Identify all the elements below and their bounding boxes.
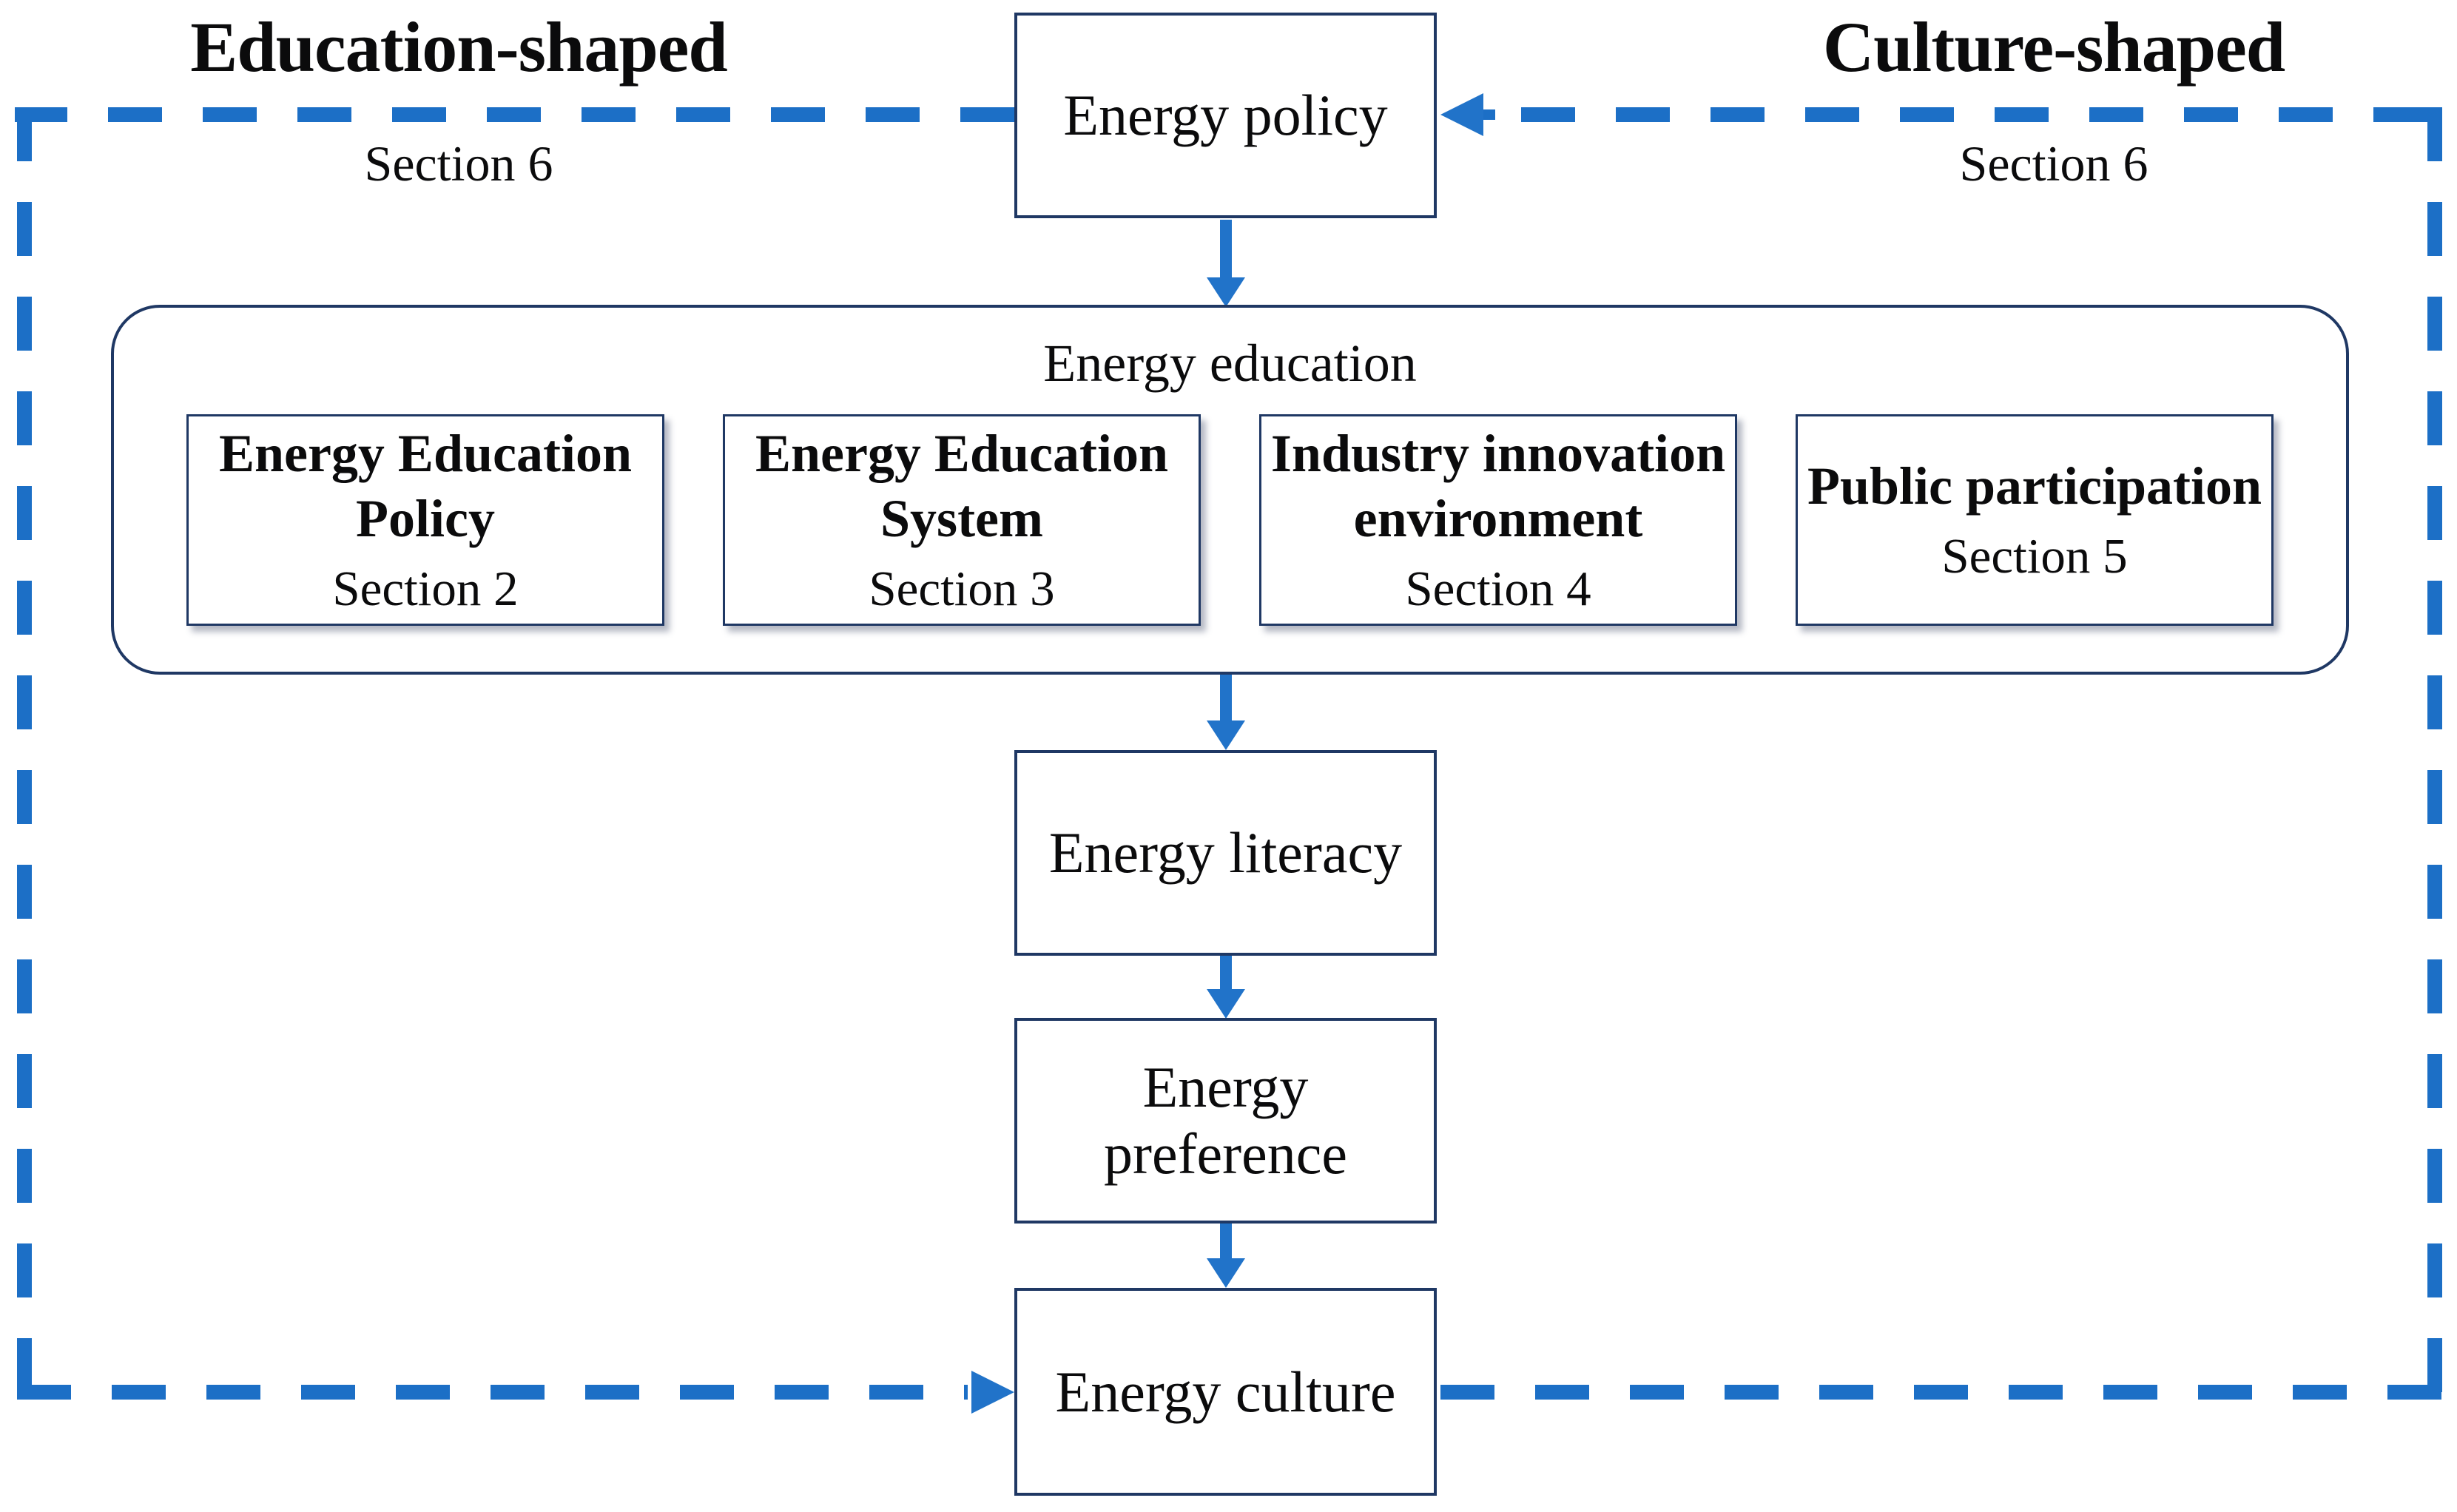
edu-box-section-label: Section 4 <box>1405 561 1591 616</box>
arrow-down-icon <box>1207 989 1245 1019</box>
arrow-down-icon <box>1220 956 1232 989</box>
edu-box-section-label: Section 2 <box>332 561 519 616</box>
arrow-right-icon <box>971 1371 1014 1414</box>
arrow-left-icon <box>1440 93 1483 136</box>
node-energy-culture-label: Energy culture <box>1055 1359 1396 1424</box>
arrow-down-icon <box>1220 220 1232 277</box>
group-energy-education-label: Energy education <box>1043 334 1417 393</box>
edu-box-section-label: Section 5 <box>1941 528 2128 584</box>
dashed-connector-left <box>17 107 32 1400</box>
dash-stub <box>1483 109 1495 120</box>
node-energy-policy: Energy policy <box>1014 13 1437 218</box>
edu-box-section-label: Section 3 <box>869 561 1055 616</box>
arrow-down-icon <box>1207 1258 1245 1288</box>
education-shaped-section-label: Section 6 <box>364 135 553 192</box>
arrow-down-icon <box>1220 1224 1232 1258</box>
edu-box-title: Energy Education Policy <box>218 423 633 548</box>
edu-box-title: Industry innovation environment <box>1270 423 1726 548</box>
edu-box-public-participation: Public participation Section 5 <box>1796 414 2274 626</box>
dashed-connector-top-left <box>15 107 1014 122</box>
education-boxes-row: Energy Education Policy Section 2 Energy… <box>114 414 2346 626</box>
node-energy-preference-label: Energy preference <box>1103 1055 1348 1186</box>
culture-shaped-title: Culture-shaped <box>1822 7 2285 87</box>
culture-shaped-section-label: Section 6 <box>1959 135 2148 192</box>
node-energy-culture: Energy culture <box>1014 1288 1437 1496</box>
arrow-down-icon <box>1207 720 1245 750</box>
node-energy-policy-label: Energy policy <box>1063 83 1388 147</box>
group-energy-education: Energy education Energy Education Policy… <box>111 305 2349 675</box>
node-energy-literacy: Energy literacy <box>1014 750 1437 956</box>
edu-box-industry-innovation-environment: Industry innovation environment Section … <box>1259 414 1737 626</box>
edu-box-title: Energy Education System <box>755 423 1169 548</box>
education-shaped-title: Education-shaped <box>190 7 728 87</box>
edu-box-title: Public participation <box>1807 456 2262 516</box>
node-energy-literacy-label: Energy literacy <box>1048 820 1403 885</box>
arrow-down-icon <box>1207 277 1245 307</box>
edu-box-energy-education-policy: Energy Education Policy Section 2 <box>186 414 664 626</box>
node-energy-preference: Energy preference <box>1014 1018 1437 1224</box>
edu-box-energy-education-system: Energy Education System Section 3 <box>723 414 1201 626</box>
dashed-connector-right <box>2427 107 2442 1400</box>
dashed-connector-bottom-right <box>1440 1385 2442 1400</box>
arrow-down-icon <box>1220 675 1232 720</box>
dashed-connector-bottom-left <box>17 1385 968 1400</box>
dashed-connector-top-right <box>1521 107 2442 122</box>
